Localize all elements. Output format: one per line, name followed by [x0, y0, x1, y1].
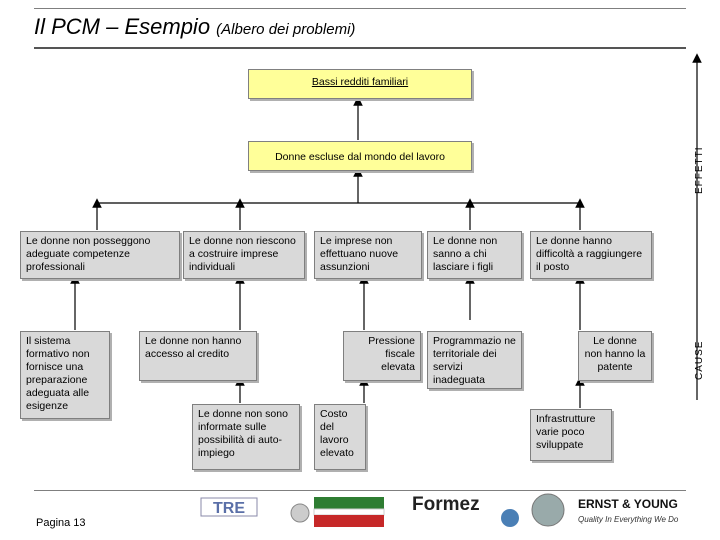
- logo-ministry: [288, 493, 388, 538]
- side-label-causes: CAUSE: [694, 340, 705, 380]
- round-logo-icon: [531, 493, 565, 527]
- logo-tre-text: TRE: [213, 500, 245, 517]
- node-cause-4: Le donne non sanno a chi lasciare i figl…: [427, 231, 522, 279]
- node-cause-5: Le donne hanno difficoltà a raggiungere …: [530, 231, 652, 279]
- logo-ernst-young: ERNST & YOUNG Quality In Everything We D…: [578, 497, 698, 537]
- node-root-2: Costo del lavoro elevato: [314, 404, 366, 470]
- title-dash: – Esempio: [100, 14, 217, 39]
- logo-formez: Formez: [412, 494, 522, 538]
- node-sub-2: Le donne non hanno accesso al credito: [139, 331, 257, 381]
- node-sub-4: Programmazio ne territoriale dei servizi…: [427, 331, 522, 389]
- side-label-effects: EFFETTI: [694, 146, 705, 194]
- page-number: Pagina 13: [36, 517, 86, 529]
- title-main: Il PCM: [34, 14, 100, 39]
- logo-ey-text: ERNST & YOUNG: [578, 497, 678, 511]
- tre-graphic-icon: [200, 497, 258, 517]
- node-cause-2: Le donne non riescono a costruire impres…: [183, 231, 305, 279]
- logo-formez-text: Formez: [412, 494, 480, 515]
- node-cause-1: Le donne non posseggono adeguate compete…: [20, 231, 180, 279]
- node-top-effect: Bassi redditi familiari: [248, 69, 472, 99]
- header-top-rule: [34, 8, 686, 9]
- globe-icon: [501, 509, 519, 527]
- node-sub-1: Il sistema formativo non fornisce una pr…: [20, 331, 110, 419]
- node-root-3: Infrastrutture varie poco sviluppate: [530, 409, 612, 461]
- page-title: Il PCM – Esempio (Albero dei problemi): [34, 14, 355, 40]
- emblem-icon: [290, 497, 385, 527]
- logo-tre: TRE: [198, 496, 260, 538]
- header-bottom-rule: [34, 47, 686, 49]
- node-core-problem: Donne escluse dal mondo del lavoro: [248, 141, 472, 171]
- title-subtitle: (Albero dei problemi): [216, 21, 356, 38]
- footer-rule: [34, 490, 686, 491]
- node-root-1: Le donne non sono informate sulle possib…: [192, 404, 300, 470]
- logo-circle: [528, 492, 568, 538]
- node-cause-3: Le imprese non effettuano nuove assunzio…: [314, 231, 422, 279]
- node-sub-5: Le donne non hanno la patente: [578, 331, 652, 381]
- node-sub-3: Pressione fiscale elevata: [343, 331, 421, 381]
- logo-ey-tagline: Quality In Everything We Do: [578, 515, 679, 524]
